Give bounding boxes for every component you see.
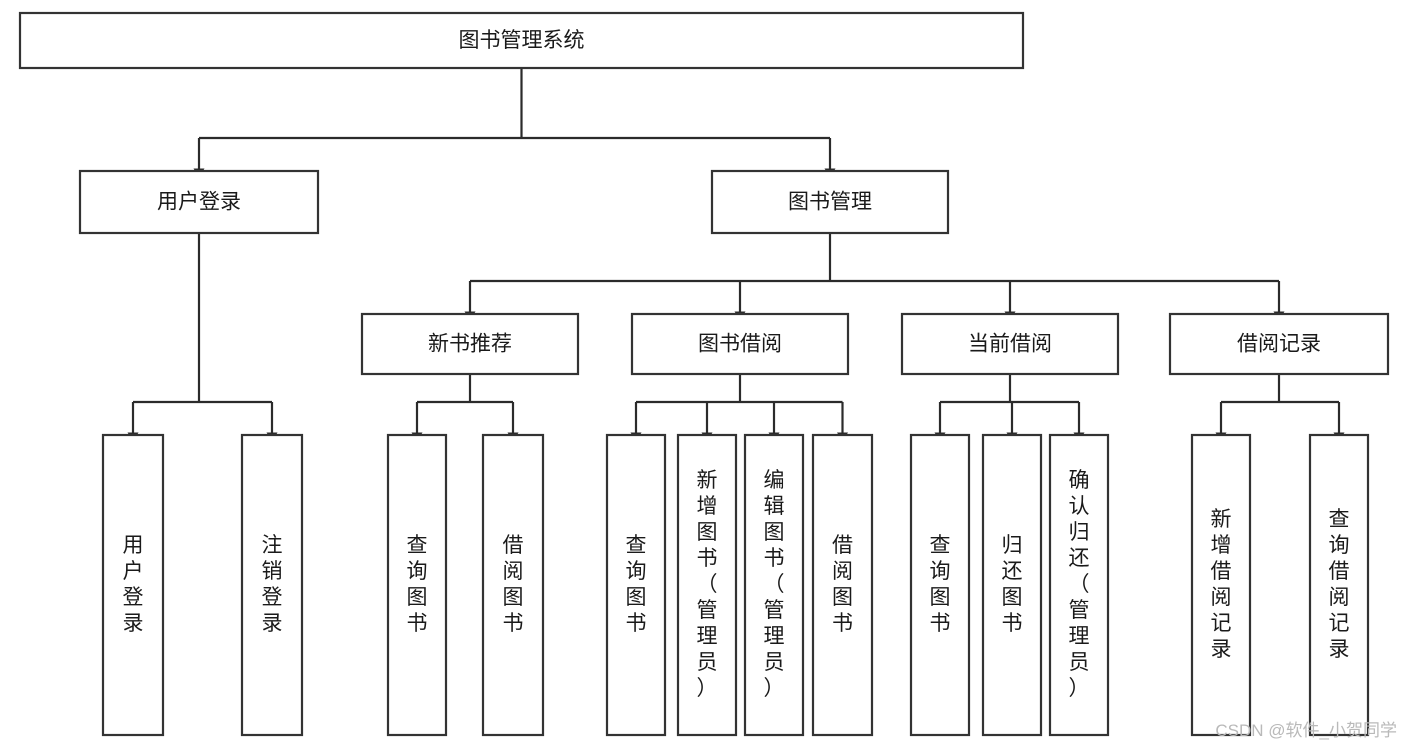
node-box[interactable]: [630, 312, 850, 376]
node-label: 借阅图书: [832, 534, 853, 635]
node-box[interactable]: [1308, 433, 1370, 737]
node-box[interactable]: [981, 433, 1043, 737]
edge-group: [934, 374, 1085, 442]
node-leaf-add-book[interactable]: 新增图书（管理员）: [676, 433, 738, 737]
node-label: 新增借阅记录: [1211, 508, 1232, 661]
node-label: 查询借阅记录: [1329, 508, 1350, 661]
node-label: 查询图书: [407, 534, 428, 635]
node-new-book-rec[interactable]: 新书推荐: [360, 312, 580, 376]
node-label: 图书借阅: [698, 333, 782, 356]
node-leaf-query-book-borrow[interactable]: 查询图书: [605, 433, 667, 737]
node-book-manage[interactable]: 图书管理: [710, 169, 950, 235]
node-leaf-user-logout[interactable]: 注销登录: [240, 433, 304, 737]
node-leaf-return-book[interactable]: 归还图书: [981, 433, 1043, 737]
edge-group: [464, 233, 1285, 321]
node-box[interactable]: [360, 312, 580, 376]
node-label: 借阅记录: [1237, 333, 1321, 356]
node-box[interactable]: [481, 433, 545, 737]
node-leaf-borrow-book-rec[interactable]: 借阅图书: [481, 433, 545, 737]
node-box[interactable]: [710, 169, 950, 235]
node-label: 编辑图书（管理员）: [764, 469, 785, 700]
node-box[interactable]: [1168, 312, 1390, 376]
node-box[interactable]: [1190, 433, 1252, 737]
node-label: 查询图书: [930, 534, 951, 635]
node-label: 图书管理系统: [459, 29, 585, 52]
node-box[interactable]: [18, 11, 1025, 70]
edge-group: [127, 233, 278, 442]
node-box[interactable]: [386, 433, 448, 737]
node-box[interactable]: [900, 312, 1120, 376]
node-box[interactable]: [676, 433, 738, 737]
node-label: 查询图书: [626, 534, 647, 635]
node-label: 借阅图书: [503, 534, 524, 635]
node-label: 注销登录: [262, 534, 283, 635]
node-box[interactable]: [811, 433, 874, 737]
edge-group: [1215, 374, 1345, 442]
node-leaf-query-book-cur[interactable]: 查询图书: [909, 433, 971, 737]
node-leaf-user-login[interactable]: 用户登录: [101, 433, 165, 737]
node-box[interactable]: [1048, 433, 1110, 737]
node-book-borrow[interactable]: 图书借阅: [630, 312, 850, 376]
node-leaf-query-record[interactable]: 查询借阅记录: [1308, 433, 1370, 737]
node-leaf-borrow-book[interactable]: 借阅图书: [811, 433, 874, 737]
node-box[interactable]: [101, 433, 165, 737]
node-leaf-confirm-return[interactable]: 确认归还（管理员）: [1048, 433, 1110, 737]
node-root[interactable]: 图书管理系统: [18, 11, 1025, 70]
edges-layer: [127, 68, 1345, 442]
edge-group: [411, 374, 519, 442]
node-label: 当前借阅: [968, 333, 1052, 356]
node-label: 用户登录: [157, 191, 241, 214]
node-user-login[interactable]: 用户登录: [78, 169, 320, 235]
node-label: 图书管理: [788, 191, 872, 214]
node-leaf-query-book-rec[interactable]: 查询图书: [386, 433, 448, 737]
edge-group: [193, 68, 836, 178]
node-box[interactable]: [605, 433, 667, 737]
node-box[interactable]: [909, 433, 971, 737]
node-box[interactable]: [78, 169, 320, 235]
node-leaf-edit-book[interactable]: 编辑图书（管理员）: [743, 433, 805, 737]
node-label: 新增图书（管理员）: [697, 469, 718, 700]
node-label: 确认归还（管理员）: [1069, 469, 1090, 700]
node-borrow-record[interactable]: 借阅记录: [1168, 312, 1390, 376]
node-label: 新书推荐: [428, 333, 512, 356]
edge-group: [630, 374, 848, 442]
nodes-layer: 图书管理系统用户登录图书管理新书推荐图书借阅当前借阅借阅记录用户登录注销登录查询…: [18, 11, 1390, 737]
node-label: 归还图书: [1002, 534, 1023, 635]
node-label: 用户登录: [123, 534, 144, 635]
node-box[interactable]: [240, 433, 304, 737]
node-current-borrow[interactable]: 当前借阅: [900, 312, 1120, 376]
node-leaf-add-record[interactable]: 新增借阅记录: [1190, 433, 1252, 737]
node-box[interactable]: [743, 433, 805, 737]
